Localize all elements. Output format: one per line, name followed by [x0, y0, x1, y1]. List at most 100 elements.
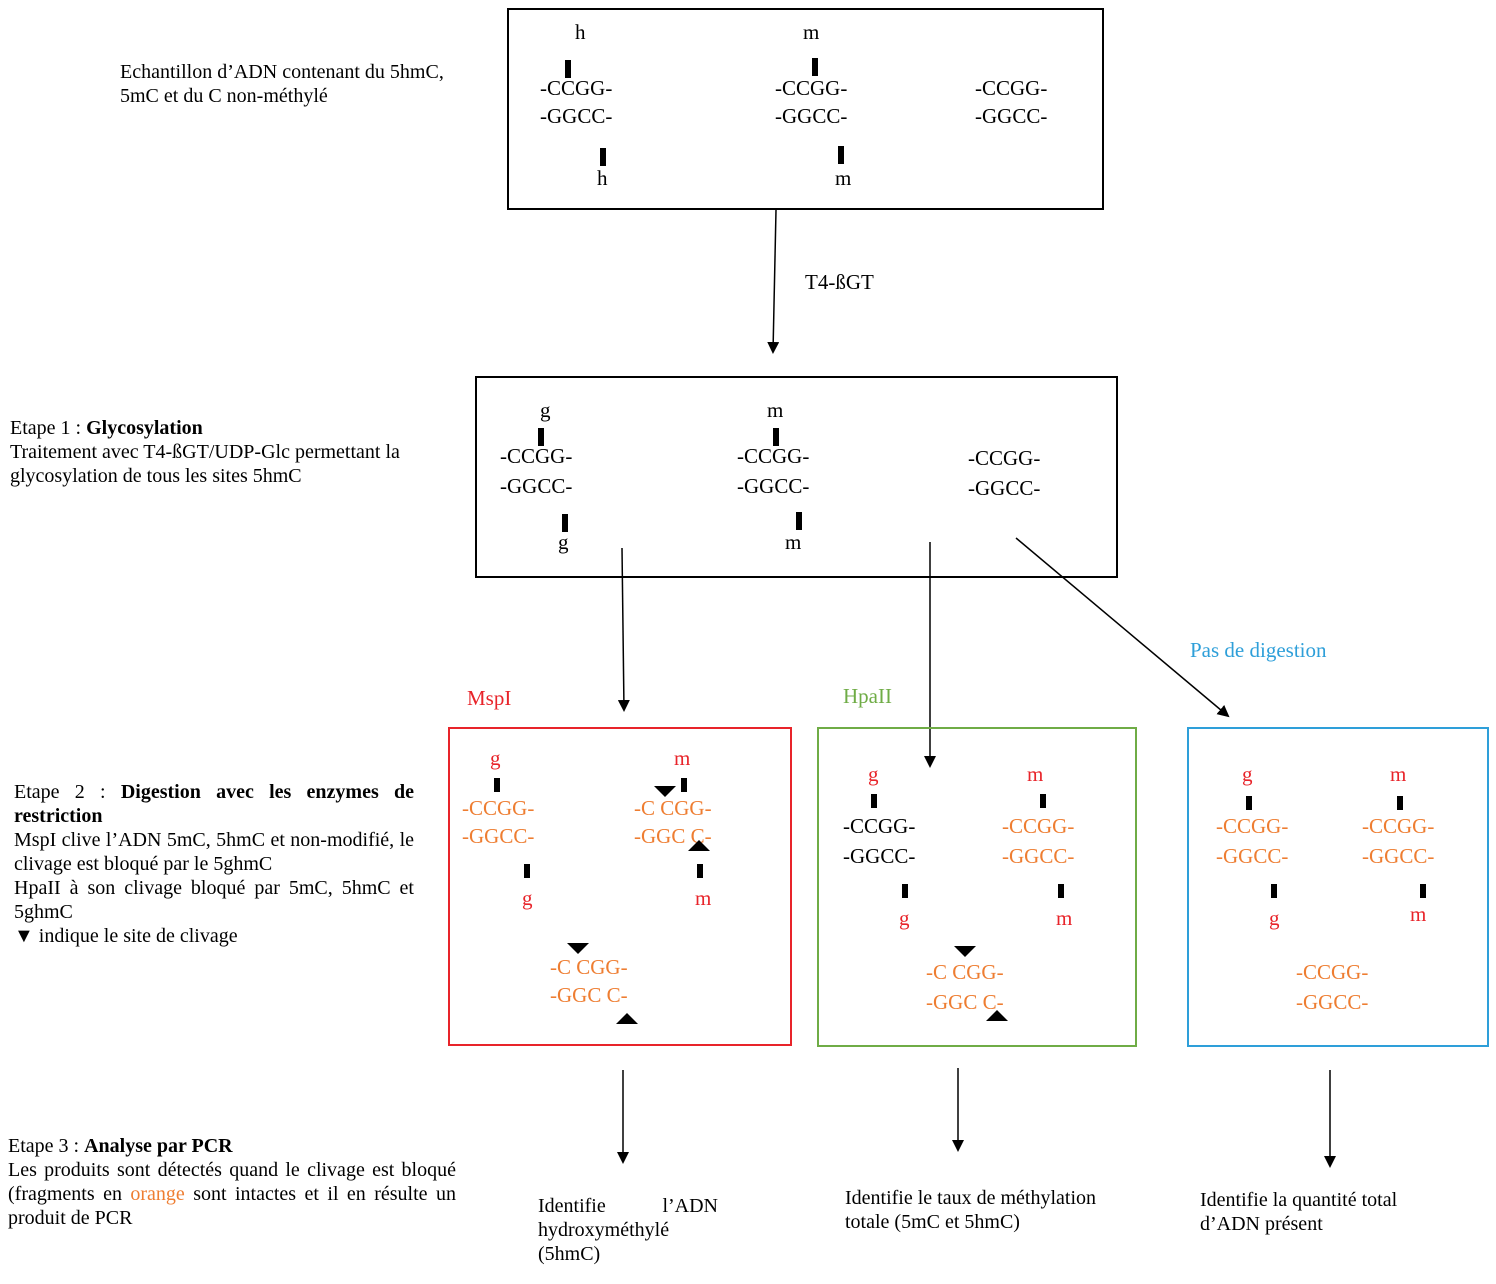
step2-title: Digestion avec les enzymes de restrictio… [14, 781, 414, 827]
hpaii-site2-mark-bottom: m [1056, 906, 1073, 930]
nodigest-site2-top: -CCGG- [1362, 814, 1435, 838]
mspi-site3-cleavage-top-icon [567, 943, 589, 954]
hpaii-site3-cleavage-top-icon [954, 946, 976, 957]
sample-site2-top: -CCGG- [775, 76, 848, 100]
step3-orange-word: orange [130, 1183, 185, 1205]
mspi-site1-mark-bottom: g [522, 886, 533, 910]
hpaii-site1-bottom: -GGCC- [843, 844, 916, 868]
sample-site1-bar-bottom [600, 148, 606, 166]
sample-site3-top: -CCGG- [975, 76, 1048, 100]
mspi-result: Identifie l’ADN hydroxyméthylé (5hmC) [538, 1195, 718, 1265]
sample-site2-bar-bottom [838, 146, 844, 164]
hpaii-site1-mark-bottom: g [899, 906, 910, 930]
nodigest-site1-mark-bottom: g [1269, 906, 1280, 930]
step1-site1-top: -CCGG- [500, 444, 573, 468]
step3-title: Analyse par PCR [84, 1135, 233, 1157]
sample-site3-bottom: -GGCC- [975, 104, 1048, 128]
step2-mspi-text: MspI clive l’ADN 5mC, 5hmC et non-modifi… [14, 829, 414, 875]
mspi-site3-top: -C CGG- [550, 955, 628, 979]
sample-site1-mark-bottom: h [597, 166, 608, 190]
nodigest-site2-bar-top [1397, 796, 1403, 810]
step1-site2-mark-top: m [767, 398, 784, 422]
sample-site2-bottom: -GGCC- [775, 104, 848, 128]
step3-body-start: Les produits sont détectés quand le cliv… [8, 1159, 456, 1205]
hpaii-site1-bar-bottom [902, 884, 908, 898]
hpaii-site2-bar-bottom [1058, 884, 1064, 898]
nodigest-site3-bottom: -GGCC- [1296, 990, 1369, 1014]
step2-legend-text: ▼ indique le site de clivage [14, 925, 238, 947]
nodigest-site2-bottom: -GGCC- [1362, 844, 1435, 868]
sample-site1-bar-top [565, 60, 571, 78]
mspi-site1-bar-top [494, 778, 500, 792]
sample-site2-mark-top: m [803, 20, 820, 44]
nodigest-site2-mark-bottom: m [1410, 902, 1427, 926]
arrow-step1-to-mspi [617, 547, 630, 712]
hpaii-site1-bar-top [871, 794, 877, 808]
nodigest-site1-bar-top [1246, 796, 1252, 810]
step1-site1-bar-bottom [562, 514, 568, 532]
step1-site1-bottom: -GGCC- [500, 474, 573, 498]
mspi-box [448, 727, 792, 1046]
step1-site3-top: -CCGG- [968, 446, 1041, 470]
mspi-site3-bottom: -GGC C- [550, 983, 628, 1007]
hpaii-site1-top: -CCGG- [843, 814, 916, 838]
hpaii-site2-bar-top [1040, 794, 1046, 808]
step3-description: Etape 3 : Analyse par PCR Les produits s… [8, 1134, 456, 1230]
nodigest-site1-bar-bottom [1271, 884, 1277, 898]
nodigest-site1-mark-top: g [1242, 762, 1253, 786]
sample-site2-mark-bottom: m [835, 166, 852, 190]
mspi-site1-bottom: -GGCC- [462, 824, 535, 848]
step1-site2-top: -CCGG- [737, 444, 810, 468]
hpaii-label: HpaII [843, 684, 892, 708]
step1-site1-bar-top [538, 428, 544, 446]
sample-site1-mark-top: h [575, 20, 586, 44]
sample-site1-top: -CCGG- [540, 76, 613, 100]
arrow-sample-to-step1 [767, 209, 780, 354]
nodigest-site2-mark-top: m [1390, 762, 1407, 786]
glycosylation-box [475, 376, 1118, 578]
step1-site1-mark-top: g [540, 398, 551, 422]
hpaii-site3-top: -C CGG- [926, 960, 1004, 984]
nodigest-site1-top: -CCGG- [1216, 814, 1289, 838]
step3-prefix: Etape 3 : [8, 1135, 85, 1157]
step1-site1-mark-bottom: g [558, 530, 569, 554]
sample-box [507, 8, 1104, 210]
mspi-site1-top: -CCGG- [462, 796, 535, 820]
mspi-site2-mark-top: m [674, 746, 691, 770]
step1-prefix: Etape 1 : [10, 417, 87, 439]
hpaii-site2-mark-top: m [1027, 762, 1044, 786]
step1-site2-bottom: -GGCC- [737, 474, 810, 498]
step1-description: Etape 1 : Glycosylation Traitement avec … [10, 416, 462, 488]
mspi-label: MspI [467, 686, 512, 710]
nodigest-site2-bar-bottom [1420, 884, 1426, 898]
step2-hpaii-text: HpaII à son clivage bloqué par 5mC, 5hmC… [14, 877, 414, 923]
hpaii-site3-cleavage-bottom-icon [986, 1010, 1008, 1021]
mspi-site1-mark-top: g [490, 746, 501, 770]
mspi-site1-bar-bottom [524, 864, 530, 878]
hpaii-site2-bottom: -GGCC- [1002, 844, 1075, 868]
step2-prefix: Etape 2 : [14, 781, 121, 803]
nodigest-box [1187, 727, 1489, 1047]
t4-bgt-label: T4-ßGT [805, 270, 874, 294]
nodigest-label: Pas de digestion [1190, 638, 1327, 662]
arrow-step1-to-nodigest [1015, 537, 1230, 718]
step3-body-end: sont intactes et il en résulte un produi… [8, 1183, 456, 1229]
mspi-site2-cleavage-bottom-icon [688, 840, 710, 851]
mspi-site3-cleavage-bottom-icon [616, 1013, 638, 1024]
hpaii-site3-bottom: -GGC C- [926, 990, 1004, 1014]
hpaii-site1-mark-top: g [868, 762, 879, 786]
sample-description: Echantillon d’ADN contenant du 5hmC, 5mC… [120, 61, 444, 107]
mspi-site2-mark-bottom: m [695, 886, 712, 910]
step1-site3-bottom: -GGCC- [968, 476, 1041, 500]
step1-site2-bar-top [773, 428, 779, 446]
sample-site1-bottom: -GGCC- [540, 104, 613, 128]
nodigest-site3-top: -CCGG- [1296, 960, 1369, 984]
mspi-site2-top: -C CGG- [634, 796, 712, 820]
mspi-site2-bar-top [681, 778, 687, 792]
hpaii-result: Identifie le taux de méthylation totale … [845, 1187, 1097, 1233]
hpaii-box [817, 727, 1137, 1047]
step1-body: Traitement avec T4-ßGT/UDP-Glc permettan… [10, 441, 400, 487]
nodigest-site1-bottom: -GGCC- [1216, 844, 1289, 868]
step1-title: Glycosylation [86, 417, 203, 439]
